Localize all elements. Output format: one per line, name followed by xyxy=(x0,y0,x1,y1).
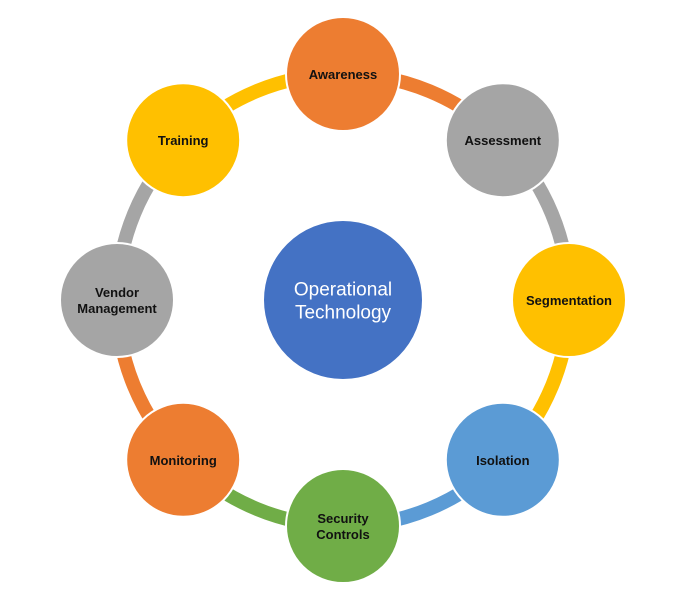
node-awareness: Awareness xyxy=(285,16,401,132)
node-label-line: Awareness xyxy=(309,67,377,82)
node-label-line: Training xyxy=(158,133,209,148)
node-label-line: Security xyxy=(317,511,369,526)
center-circle xyxy=(262,219,424,381)
node-label-assessment: Assessment xyxy=(465,133,542,148)
node-label-segmentation: Segmentation xyxy=(526,293,612,308)
node-label-line: Assessment xyxy=(465,133,542,148)
node-assessment: Assessment xyxy=(444,82,561,199)
node-isolation: Isolation xyxy=(444,401,561,518)
center-label-line: Technology xyxy=(295,303,392,324)
node-label-line: Management xyxy=(77,301,157,316)
node-circle-training xyxy=(125,82,242,199)
node-label-line: Segmentation xyxy=(526,293,612,308)
node-label-line: Isolation xyxy=(476,453,530,468)
node-label-awareness: Awareness xyxy=(309,67,377,82)
node-label-monitoring: Monitoring xyxy=(150,453,217,468)
node-circle-vendor-management xyxy=(59,242,175,358)
node-circle-isolation xyxy=(444,401,561,518)
cycle-nodes: AwarenessAssessmentSegmentationIsolation… xyxy=(59,16,627,584)
node-label-line: Monitoring xyxy=(150,453,217,468)
center-label-line: Operational xyxy=(294,280,392,301)
node-segmentation: Segmentation xyxy=(511,242,627,358)
node-circle-awareness xyxy=(285,16,401,132)
node-circle-assessment xyxy=(444,82,561,199)
node-label-training: Training xyxy=(158,133,209,148)
node-training: Training xyxy=(125,82,242,199)
node-label-line: Vendor xyxy=(95,285,139,300)
node-monitoring: Monitoring xyxy=(125,401,242,518)
node-circle-segmentation xyxy=(511,242,627,358)
node-label-line: Controls xyxy=(316,527,369,542)
node-circle-security-controls xyxy=(285,468,401,584)
node-label-isolation: Isolation xyxy=(476,453,530,468)
node-circle-monitoring xyxy=(125,401,242,518)
